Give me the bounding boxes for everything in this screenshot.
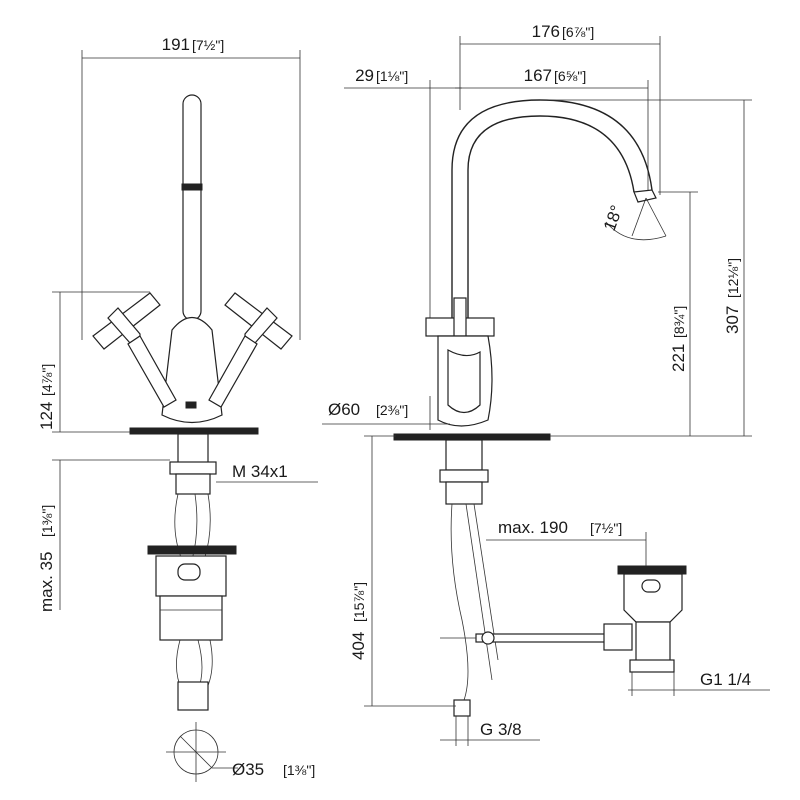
spout-reach-value: 176: [532, 22, 560, 41]
hole-diameter-value: Ø35: [232, 760, 264, 779]
hole-diameter-bracket: [1⅜"]: [283, 762, 315, 778]
thread-value: M 34x1: [232, 462, 288, 481]
side-body-inner: [447, 348, 481, 414]
dim-front-width: 191 [7½"]: [81, 35, 301, 340]
pull-rod: [475, 633, 615, 643]
dim-drain-thread: G1 1/4: [628, 670, 770, 696]
handle-height-bracket: [4⅞"]: [39, 364, 55, 396]
dim-deck-thickness: max. 35 [1⅜"]: [37, 459, 170, 612]
deck-plate: [129, 427, 259, 435]
outlet-height-bracket: [8¾"]: [671, 306, 687, 338]
left-cross-handle: [92, 292, 177, 408]
lever-stem: [182, 94, 202, 321]
drain-reach-bracket: [7½"]: [590, 520, 622, 536]
dim-spout-angle: 18°: [600, 197, 667, 241]
lever-band: [181, 183, 203, 191]
side-drain: [603, 565, 687, 673]
dim-thread: M 34x1: [216, 462, 318, 483]
side-deck-plate: [393, 433, 551, 441]
spout-offset-value: 29: [355, 66, 374, 85]
supply-thread-value: G 3/8: [480, 720, 522, 739]
dim-supply-thread: G 3/8: [440, 716, 540, 746]
dim-under-depth: 404 [15⅞"]: [349, 435, 456, 707]
dim-drain-reach: max. 190 [7½"]: [486, 518, 647, 566]
spout-inner: [467, 115, 635, 330]
spout-reach-bracket: [6⅞"]: [562, 24, 594, 40]
spout-outlet-value: 167: [524, 66, 552, 85]
hose-connector: [177, 681, 209, 711]
side-hose-1: [450, 503, 469, 706]
spout-angle-value: 18°: [600, 203, 627, 234]
side-nut: [439, 469, 489, 483]
spout-aerator: [633, 189, 657, 203]
side-hose-2: [465, 503, 493, 681]
side-threaded-shank: [445, 481, 483, 505]
popup-waste: [147, 545, 237, 641]
total-height-bracket: [12⅛"]: [725, 258, 741, 298]
outlet-height-value: 221: [669, 344, 688, 372]
drain-reach-value: max. 190: [498, 518, 568, 537]
mounting-nut: [169, 461, 217, 475]
side-handle-stem: [453, 297, 467, 337]
base-diameter-value: Ø60: [328, 400, 360, 419]
dim-spout-outlet: 167 [6⅝"]: [455, 66, 649, 190]
supply-connector: [453, 699, 471, 717]
dim-spout-offset: 29 [1⅛"]: [344, 66, 462, 330]
drain-thread-value: G1 1/4: [700, 670, 751, 689]
base-diameter-bracket: [2⅜"]: [376, 402, 408, 418]
spout-offset-bracket: [1⅛"]: [376, 68, 408, 84]
under-depth-value: 404: [349, 632, 368, 660]
front-width-value: 191: [162, 35, 190, 54]
faucet-body: [161, 316, 223, 424]
rod-clip: [481, 631, 495, 645]
spout-outlet-bracket: [6⅝"]: [554, 68, 586, 84]
deck-thickness-value: max. 35: [37, 552, 56, 612]
front-view: 191 [7½"]: [37, 35, 318, 782]
right-cross-handle: [208, 292, 293, 408]
dim-handle-height: 124 [4⅞"]: [37, 291, 150, 433]
hole-diameter-symbol: Ø35 [1⅜"]: [166, 722, 315, 782]
threaded-shank: [175, 473, 211, 495]
dim-base-diameter: Ø60 [2⅜"]: [328, 400, 408, 419]
body-mark: [185, 401, 197, 409]
dim-outlet-height: 221 [8¾"]: [550, 191, 698, 437]
side-shank: [445, 439, 483, 471]
under-depth-bracket: [15⅞"]: [351, 582, 367, 622]
front-width-bracket: [7½"]: [192, 37, 224, 53]
deck-thickness-bracket: [1⅜"]: [39, 505, 55, 537]
shank: [177, 433, 209, 465]
dim-total-height: 307 [12⅛"]: [540, 99, 752, 437]
handle-height-value: 124: [37, 402, 56, 430]
dim-spout-reach: 176 [6⅞"]: [459, 22, 661, 195]
total-height-value: 307: [723, 306, 742, 334]
side-view: 176 [6⅞"] 167 [6⅝"] 29 [1⅛"] 18°: [322, 22, 770, 746]
